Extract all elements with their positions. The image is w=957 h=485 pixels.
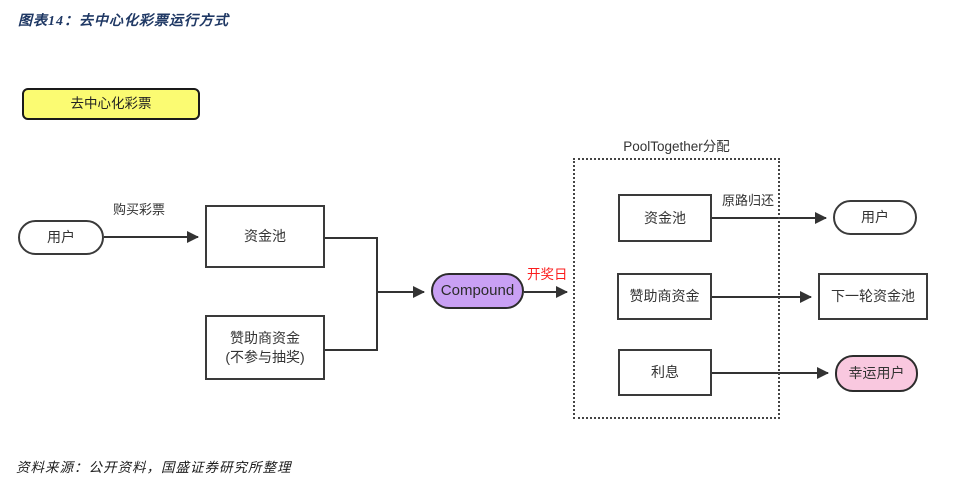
group-title-pooltogether: PoolTogether分配 — [623, 139, 730, 154]
node-user-left: 用户 — [18, 220, 104, 255]
node-sponsor-funds-line1: 赞助商资金 — [230, 330, 300, 347]
figure-title: 图表14：去中心化彩票运行方式 — [18, 14, 229, 29]
node-sponsor-right-label: 赞助商资金 — [629, 288, 700, 305]
edge-label-return-path: 原路归还 — [722, 193, 775, 208]
node-lucky-user-label: 幸运用户 — [848, 365, 905, 382]
node-next-round-pool-label: 下一轮资金池 — [831, 288, 915, 305]
edge-label-draw-day: 开奖日 — [527, 267, 568, 282]
node-compound: Compound — [431, 273, 524, 309]
node-compound-label: Compound — [440, 282, 515, 300]
node-pool-right: 资金池 — [618, 194, 712, 242]
legend-decentralized-lottery: 去中心化彩票 — [22, 88, 200, 120]
group-pooltogether-dashed-box — [573, 158, 780, 419]
node-interest-label: 利息 — [651, 364, 679, 381]
node-next-round-pool: 下一轮资金池 — [818, 273, 928, 320]
edge-label-buy-ticket: 购买彩票 — [113, 202, 166, 217]
legend-label: 去中心化彩票 — [70, 96, 152, 112]
node-user-right-label: 用户 — [861, 209, 889, 226]
node-sponsor-funds: 赞助商资金 (不参与抽奖) — [205, 315, 325, 380]
node-sponsor-right: 赞助商资金 — [617, 273, 712, 320]
node-pool-left: 资金池 — [205, 205, 325, 268]
node-user-right: 用户 — [833, 200, 917, 235]
node-pool-right-label: 资金池 — [644, 209, 686, 226]
node-sponsor-funds-line2: (不参与抽奖) — [225, 348, 305, 365]
node-pool-left-label: 资金池 — [244, 228, 286, 245]
source-note: 资料来源：公开资料，国盛证券研究所整理 — [16, 460, 292, 475]
node-user-left-label: 用户 — [47, 229, 75, 246]
node-lucky-user: 幸运用户 — [835, 355, 918, 392]
node-interest: 利息 — [618, 349, 712, 396]
